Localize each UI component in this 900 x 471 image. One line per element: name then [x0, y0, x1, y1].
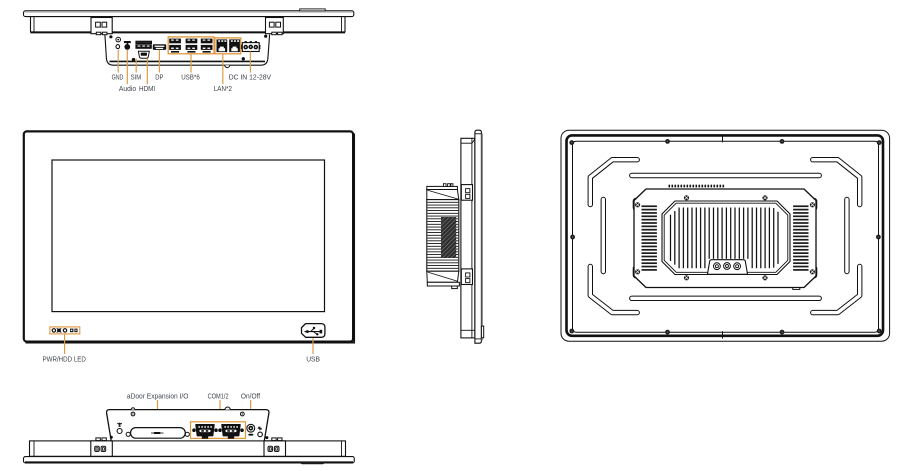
svg-text:HDMI: HDMI — [139, 84, 155, 93]
svg-text:GND: GND — [112, 72, 124, 81]
svg-text:LAN*2: LAN*2 — [214, 84, 232, 93]
svg-text:SIM: SIM — [131, 72, 142, 81]
svg-text:USB*6: USB*6 — [181, 72, 200, 81]
svg-text:COM1/2: COM1/2 — [208, 391, 229, 400]
svg-text:aDoor Expansion I/O: aDoor Expansion I/O — [127, 391, 189, 400]
svg-text:USB: USB — [306, 355, 320, 364]
svg-text:DP: DP — [155, 72, 163, 81]
svg-text:DC IN 12-28V: DC IN 12-28V — [229, 72, 271, 81]
svg-text:Audio: Audio — [119, 84, 136, 93]
svg-text:PWR/HDD LED: PWR/HDD LED — [43, 355, 86, 364]
svg-text:On/Off: On/Off — [241, 391, 261, 400]
